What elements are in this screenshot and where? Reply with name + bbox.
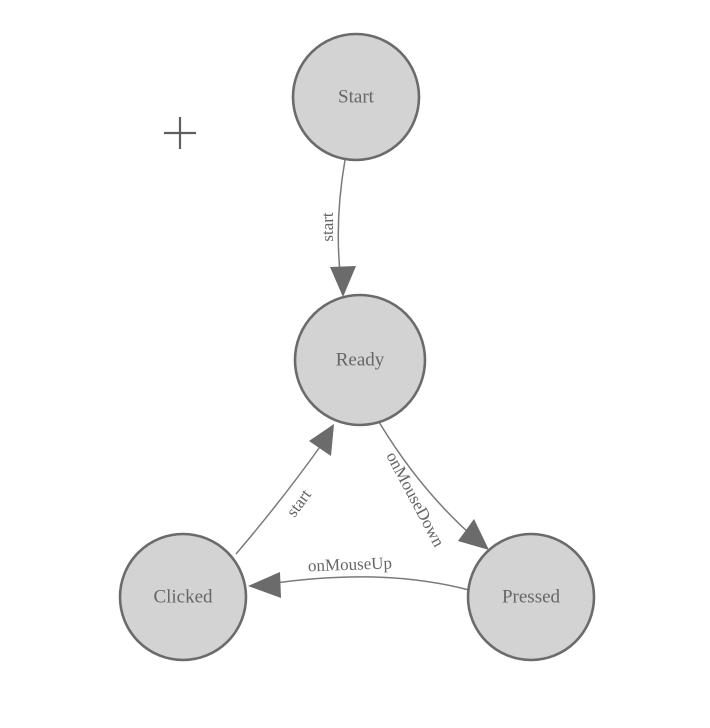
- edge-arrowhead-start-to-ready: [330, 266, 356, 297]
- edge-label-ready-to-pressed: onMouseDown: [382, 449, 448, 551]
- node-start[interactable]: Start: [291, 32, 421, 162]
- node-shape-start[interactable]: [291, 32, 421, 162]
- node-label-pressed: Pressed: [502, 586, 561, 607]
- node-label-clicked: Clicked: [153, 586, 213, 607]
- edge-ready-to-pressed[interactable]: onMouseDown: [378, 421, 489, 551]
- edge-path-clicked-to-ready[interactable]: [235, 443, 323, 555]
- edge-arrowhead-clicked-to-ready: [309, 424, 334, 456]
- node-label-ready: Ready: [336, 349, 385, 370]
- edge-pressed-to-clicked[interactable]: onMouseUp: [248, 553, 470, 598]
- edge-start-to-ready[interactable]: start: [318, 159, 356, 297]
- crosshair-icon[interactable]: [164, 117, 196, 149]
- node-ready[interactable]: Ready: [293, 293, 427, 427]
- node-shape-pressed[interactable]: [466, 532, 596, 662]
- node-label-start: Start: [338, 86, 375, 107]
- edge-label-start-to-ready: start: [318, 212, 337, 242]
- node-shape-ready[interactable]: [293, 293, 427, 427]
- edge-path-ready-to-pressed[interactable]: [378, 421, 479, 542]
- edge-arrowhead-pressed-to-clicked: [248, 572, 281, 598]
- edge-arrowhead-ready-to-pressed: [458, 519, 489, 550]
- node-clicked[interactable]: Clicked: [118, 532, 248, 662]
- edge-label-pressed-to-clicked: onMouseUp: [308, 553, 393, 575]
- node-pressed[interactable]: Pressed: [466, 532, 596, 662]
- edge-clicked-to-ready[interactable]: start: [235, 424, 334, 555]
- edge-path-pressed-to-clicked[interactable]: [267, 576, 470, 591]
- edge-path-start-to-ready[interactable]: [337, 159, 346, 283]
- node-shape-clicked[interactable]: [118, 532, 248, 662]
